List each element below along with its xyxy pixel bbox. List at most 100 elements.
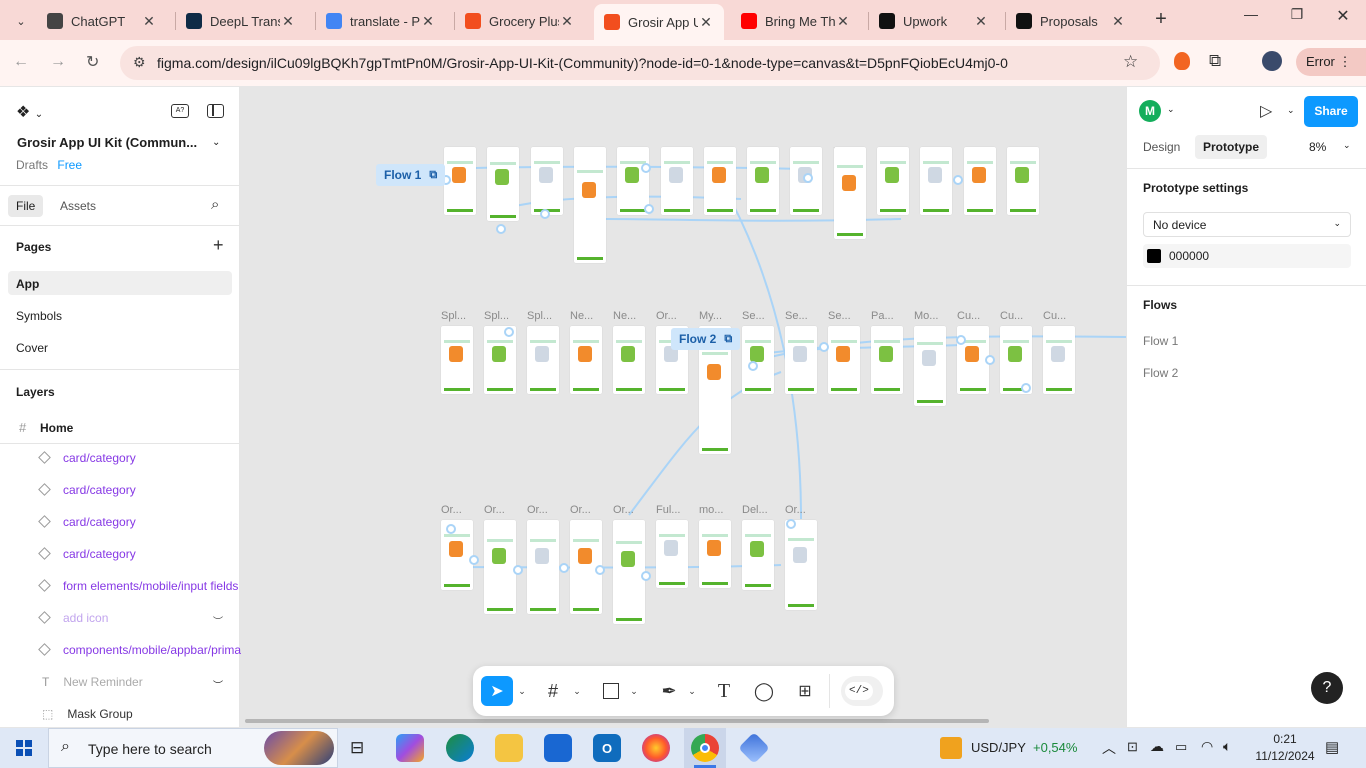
windows-start-icon[interactable] <box>16 740 32 756</box>
frame-label[interactable]: mo... <box>699 504 724 516</box>
minimize-button[interactable]: — <box>1244 6 1258 22</box>
profile-avatar[interactable] <box>1262 51 1282 71</box>
browser-tab[interactable]: translate - Pe✕ <box>316 6 446 36</box>
app-screen-frame[interactable] <box>613 326 645 394</box>
frame-label[interactable]: Or... <box>527 504 548 516</box>
connection-handle[interactable] <box>446 524 456 534</box>
onedrive-icon[interactable]: ☁ <box>1150 738 1164 754</box>
file-explorer-icon[interactable] <box>495 734 523 762</box>
flow-tag-2[interactable]: Flow 2 ⧉ <box>671 328 741 350</box>
shape-tool-chevron-icon[interactable]: ⌄ <box>630 685 638 696</box>
close-tab-icon[interactable]: ✕ <box>837 12 849 29</box>
actions-tool-button[interactable]: ⊞ <box>798 683 812 700</box>
copilot-icon[interactable] <box>396 734 424 762</box>
site-info-icon[interactable]: ⚙ <box>133 54 146 70</box>
flow-item-1[interactable]: Flow 1 <box>1143 334 1179 348</box>
app-screen-frame[interactable] <box>613 520 645 624</box>
volume-icon[interactable]: 🔈︎ <box>1223 738 1232 754</box>
url-text[interactable]: figma.com/design/ilCu09lgBQKh7gpTmtPn0M/… <box>157 55 1008 71</box>
connection-handle[interactable] <box>496 224 506 234</box>
frame-label[interactable]: Pa... <box>871 310 894 322</box>
frame-label[interactable]: Mo... <box>914 310 939 322</box>
file-menu-chevron-icon[interactable]: ⌄ <box>212 137 221 148</box>
hidden-eye-icon[interactable]: ︶ <box>213 681 223 692</box>
app-screen-frame[interactable] <box>570 326 602 394</box>
canvas-scrollbar[interactable] <box>245 719 989 723</box>
bookmark-star-icon[interactable]: ☆ <box>1123 52 1139 71</box>
device-select[interactable]: No device ⌄ <box>1143 212 1351 237</box>
system-tray-chevron-icon[interactable]: ︿ <box>1102 740 1116 756</box>
connection-handle[interactable] <box>786 519 796 529</box>
app-screen-frame[interactable] <box>617 147 650 215</box>
browser-tab[interactable]: DeepL Transl✕ <box>176 6 306 36</box>
forward-icon[interactable]: → <box>50 53 66 70</box>
app-screen-frame[interactable] <box>656 520 688 588</box>
app-screen-frame[interactable] <box>785 520 817 610</box>
ticker-icon[interactable] <box>940 737 962 759</box>
tab-file[interactable]: File <box>8 195 44 217</box>
layer-item[interactable]: form elements/mobile/input fields <box>38 579 238 593</box>
app-screen-frame[interactable] <box>699 520 731 588</box>
close-window-button[interactable]: ✕ <box>1336 8 1350 25</box>
help-button[interactable]: ? <box>1311 672 1343 704</box>
layer-item[interactable]: add icon <box>38 611 108 625</box>
connection-handle[interactable] <box>956 335 966 345</box>
toggle-ui-icon[interactable] <box>207 104 224 118</box>
zoom-level[interactable]: 8% <box>1309 140 1327 154</box>
taskbar-search-box[interactable]: ⌕ Type here to search <box>48 728 338 768</box>
layer-item[interactable]: card/category <box>38 451 136 465</box>
background-color-field[interactable]: 000000 <box>1143 244 1351 268</box>
connection-handle[interactable] <box>504 327 514 337</box>
connection-handle[interactable] <box>644 204 654 214</box>
frame-label[interactable]: Or... <box>785 504 806 516</box>
frame-label[interactable]: Ful... <box>656 504 681 516</box>
app-screen-frame[interactable] <box>660 147 693 215</box>
app-screen-frame[interactable] <box>484 326 516 394</box>
app-screen-frame[interactable] <box>441 520 473 590</box>
file-name[interactable]: Grosir App UI Kit (Commun... <box>17 135 198 150</box>
frame-label[interactable]: Or... <box>441 504 462 516</box>
browser-tab[interactable]: Grocery Plus✕ <box>455 6 585 36</box>
frame-label[interactable]: Spl... <box>484 310 510 322</box>
shape-tool-button[interactable] <box>597 676 625 706</box>
frame-label[interactable]: Cu... <box>1000 310 1024 322</box>
app-screen-frame[interactable] <box>1006 147 1039 215</box>
frame-label[interactable]: Ne... <box>570 310 594 322</box>
app-icon[interactable] <box>738 732 770 764</box>
app-screen-frame[interactable] <box>877 147 909 215</box>
profile-error-button[interactable]: Error ⋮ <box>1296 48 1366 76</box>
text-tool-button[interactable]: T <box>717 679 731 702</box>
frame-label[interactable]: Or... <box>656 310 677 322</box>
color-swatch[interactable] <box>1147 249 1161 263</box>
connection-handle[interactable] <box>540 209 550 219</box>
frame-label[interactable]: Spl... <box>527 310 553 322</box>
connection-handle[interactable] <box>641 571 651 581</box>
address-bar[interactable]: ⚙ figma.com/design/ilCu09lgBQKh7gpTmtPn0… <box>120 46 1160 80</box>
flow-item-2[interactable]: Flow 2 <box>1143 366 1179 380</box>
meet-now-icon[interactable]: ⊡ <box>1127 739 1138 754</box>
app-screen-frame[interactable] <box>573 147 606 263</box>
layer-item[interactable]: components/mobile/appbar/prima <box>38 643 241 657</box>
app-screen-frame[interactable] <box>742 520 774 590</box>
tab-design[interactable]: Design <box>1143 140 1181 154</box>
close-tab-icon[interactable]: ✕ <box>975 12 987 29</box>
app-screen-frame[interactable] <box>1000 326 1032 394</box>
app-screen-frame[interactable] <box>484 520 516 614</box>
store-icon[interactable] <box>544 734 572 762</box>
wifi-icon[interactable]: ◠ <box>1201 738 1214 754</box>
page-item-symbols[interactable]: Symbols <box>16 309 63 323</box>
battery-icon[interactable]: ▭ <box>1175 739 1188 754</box>
chrome-icon[interactable] <box>691 734 719 762</box>
clock-date[interactable]: 11/12/2024 <box>1255 749 1315 763</box>
app-screen-frame[interactable] <box>747 147 780 215</box>
close-tab-icon[interactable]: ✕ <box>143 12 155 29</box>
pen-tool-button[interactable]: ✒ <box>661 680 677 701</box>
frame-label[interactable]: Del... <box>742 504 768 516</box>
tab-prototype[interactable]: Prototype <box>1195 135 1268 159</box>
frame-tool-chevron-icon[interactable]: ⌄ <box>573 685 581 696</box>
page-item-cover[interactable]: Cover <box>16 341 49 355</box>
comment-tool-button[interactable]: ◯ <box>753 680 775 701</box>
app-screen-frame[interactable] <box>920 147 953 215</box>
frame-label[interactable]: Ne... <box>613 310 637 322</box>
restore-button[interactable]: ❐ <box>1290 6 1304 22</box>
